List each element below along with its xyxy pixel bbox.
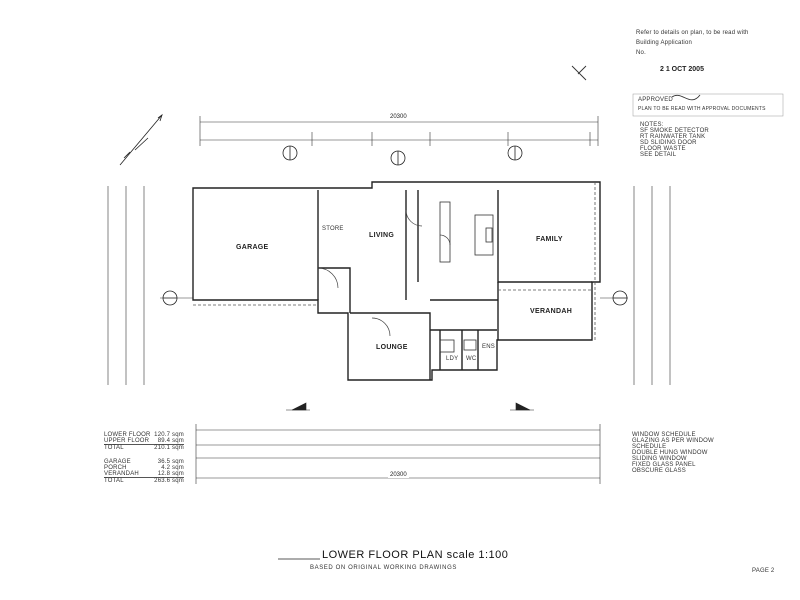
stamp-line: No. <box>636 50 646 56</box>
drawing-subtitle: BASED ON ORIGINAL WORKING DRAWINGS <box>310 565 457 571</box>
legend-line: OBSCURE GLASS <box>632 468 686 474</box>
room-label-ens: ENS <box>482 344 495 350</box>
stamp-date: 2 1 OCT 2005 <box>660 66 704 73</box>
note-line: SF SMOKE DETECTOR <box>640 128 709 134</box>
note-line: NOTES: <box>640 122 664 128</box>
note-line: RT RAINWATER TANK <box>640 134 706 140</box>
legend-line: WINDOW SCHEDULE <box>632 432 696 438</box>
legend-line: FIXED GLASS PANEL <box>632 462 696 468</box>
room-label-ldy: LDY <box>446 356 459 362</box>
room-label-family: FAMILY <box>536 236 563 243</box>
room-label-garage: GARAGE <box>236 244 269 251</box>
page-number: PAGE 2 <box>752 568 775 574</box>
approval-note: PLAN TO BE READ WITH APPROVAL DOCUMENTS <box>638 106 766 112</box>
overall-dimension-top: 20300 <box>388 114 409 120</box>
note-line: SD SLIDING DOOR <box>640 140 697 146</box>
stamp-line: Building Application <box>636 40 693 46</box>
approval-label: APPROVED <box>638 97 673 103</box>
room-label-living: LIVING <box>369 232 395 239</box>
legend-line: SLIDING WINDOW <box>632 456 687 462</box>
stamp-line: Refer to details on plan, to be read wit… <box>636 30 749 36</box>
room-label-verandah: VERANDAH <box>530 308 573 315</box>
drawing-title: LOWER FLOOR PLAN scale 1:100 <box>322 549 509 561</box>
legend-line: DOUBLE HUNG WINDOW <box>632 450 708 456</box>
note-line: FLOOR WASTE <box>640 146 686 152</box>
room-label-wc: WC <box>466 356 477 362</box>
overall-dimension-bottom: 20300 <box>388 472 409 478</box>
legend-line: GLAZING AS PER WINDOW <box>632 438 714 444</box>
legend-line: SCHEDULE <box>632 444 667 450</box>
signature-mark <box>571 65 701 101</box>
room-label-lounge: LOUNGE <box>376 344 408 351</box>
window-legend: WINDOW SCHEDULE GLAZING AS PER WINDOW SC… <box>632 432 714 474</box>
room-label-store: STORE <box>322 226 344 232</box>
notes-list: NOTES: SF SMOKE DETECTOR RT RAINWATER TA… <box>640 122 709 158</box>
north-arrow-icon <box>119 113 163 166</box>
note-line: SEE DETAIL <box>640 152 677 158</box>
